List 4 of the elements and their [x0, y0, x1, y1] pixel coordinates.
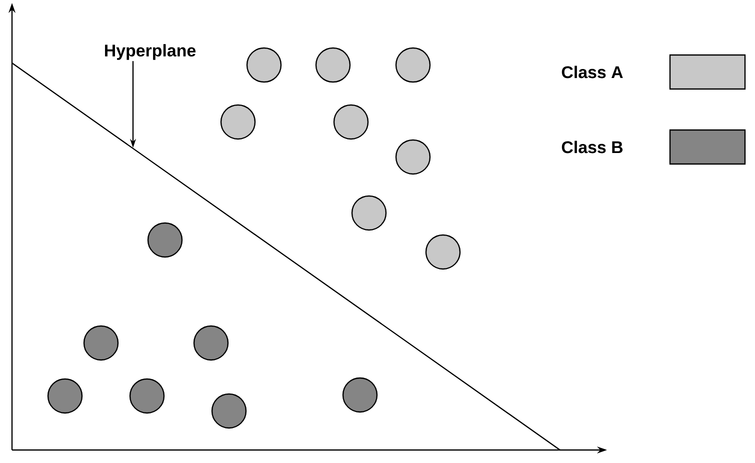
legend-label: Class A: [562, 66, 623, 78]
legend-label: Class B: [562, 140, 623, 154]
hyperplane-line: [12, 62, 560, 450]
text-label: Hyperplane: [105, 44, 196, 60]
